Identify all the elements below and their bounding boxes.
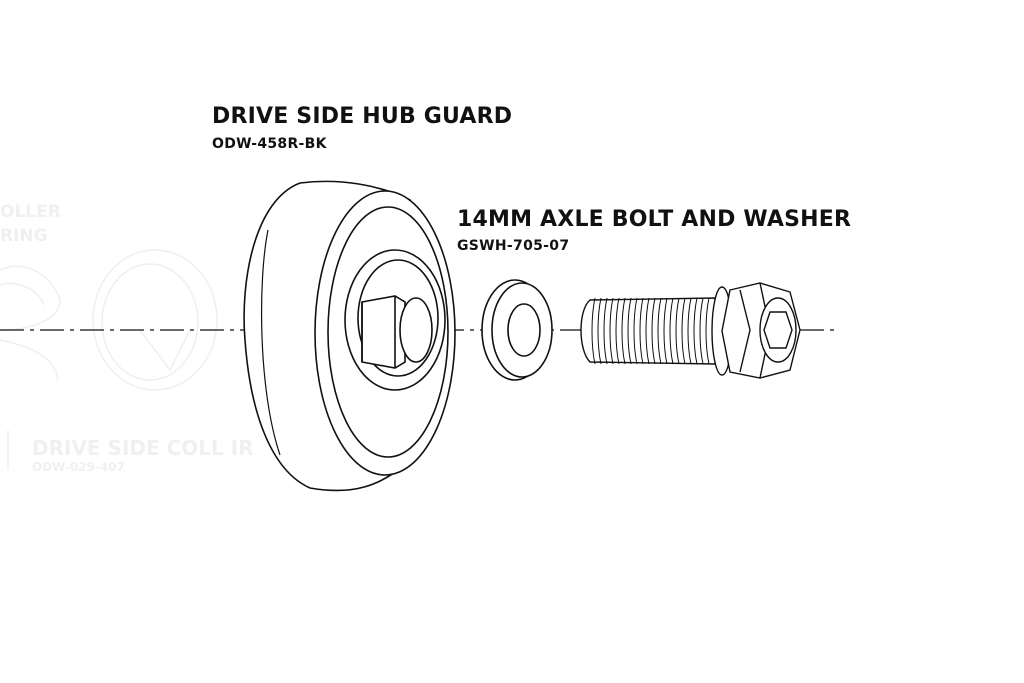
washer-drawing: [481, 279, 553, 381]
axle-bolt-part-number: GSWH-705-07: [457, 238, 570, 254]
faded-drive-side-collar-title: DRIVE SIDE COLL IR: [32, 436, 254, 460]
hub-guard-part-number: ODW-458R-BK: [212, 136, 327, 152]
faded-collar-part: [0, 249, 218, 470]
faded-drive-side-collar-part-number: ODW-029-407: [32, 460, 125, 474]
hub-guard-drawing: [243, 180, 456, 492]
axle-bolt-title: 14MM AXLE BOLT AND WASHER: [457, 207, 852, 232]
hub-guard-title: DRIVE SIDE HUB GUARD: [212, 104, 513, 129]
faded-collar-bearing-line1: OLLER: [0, 202, 61, 222]
axle-bolt-drawing: [580, 282, 801, 379]
faded-collar-bearing-line2: RING: [0, 226, 48, 246]
